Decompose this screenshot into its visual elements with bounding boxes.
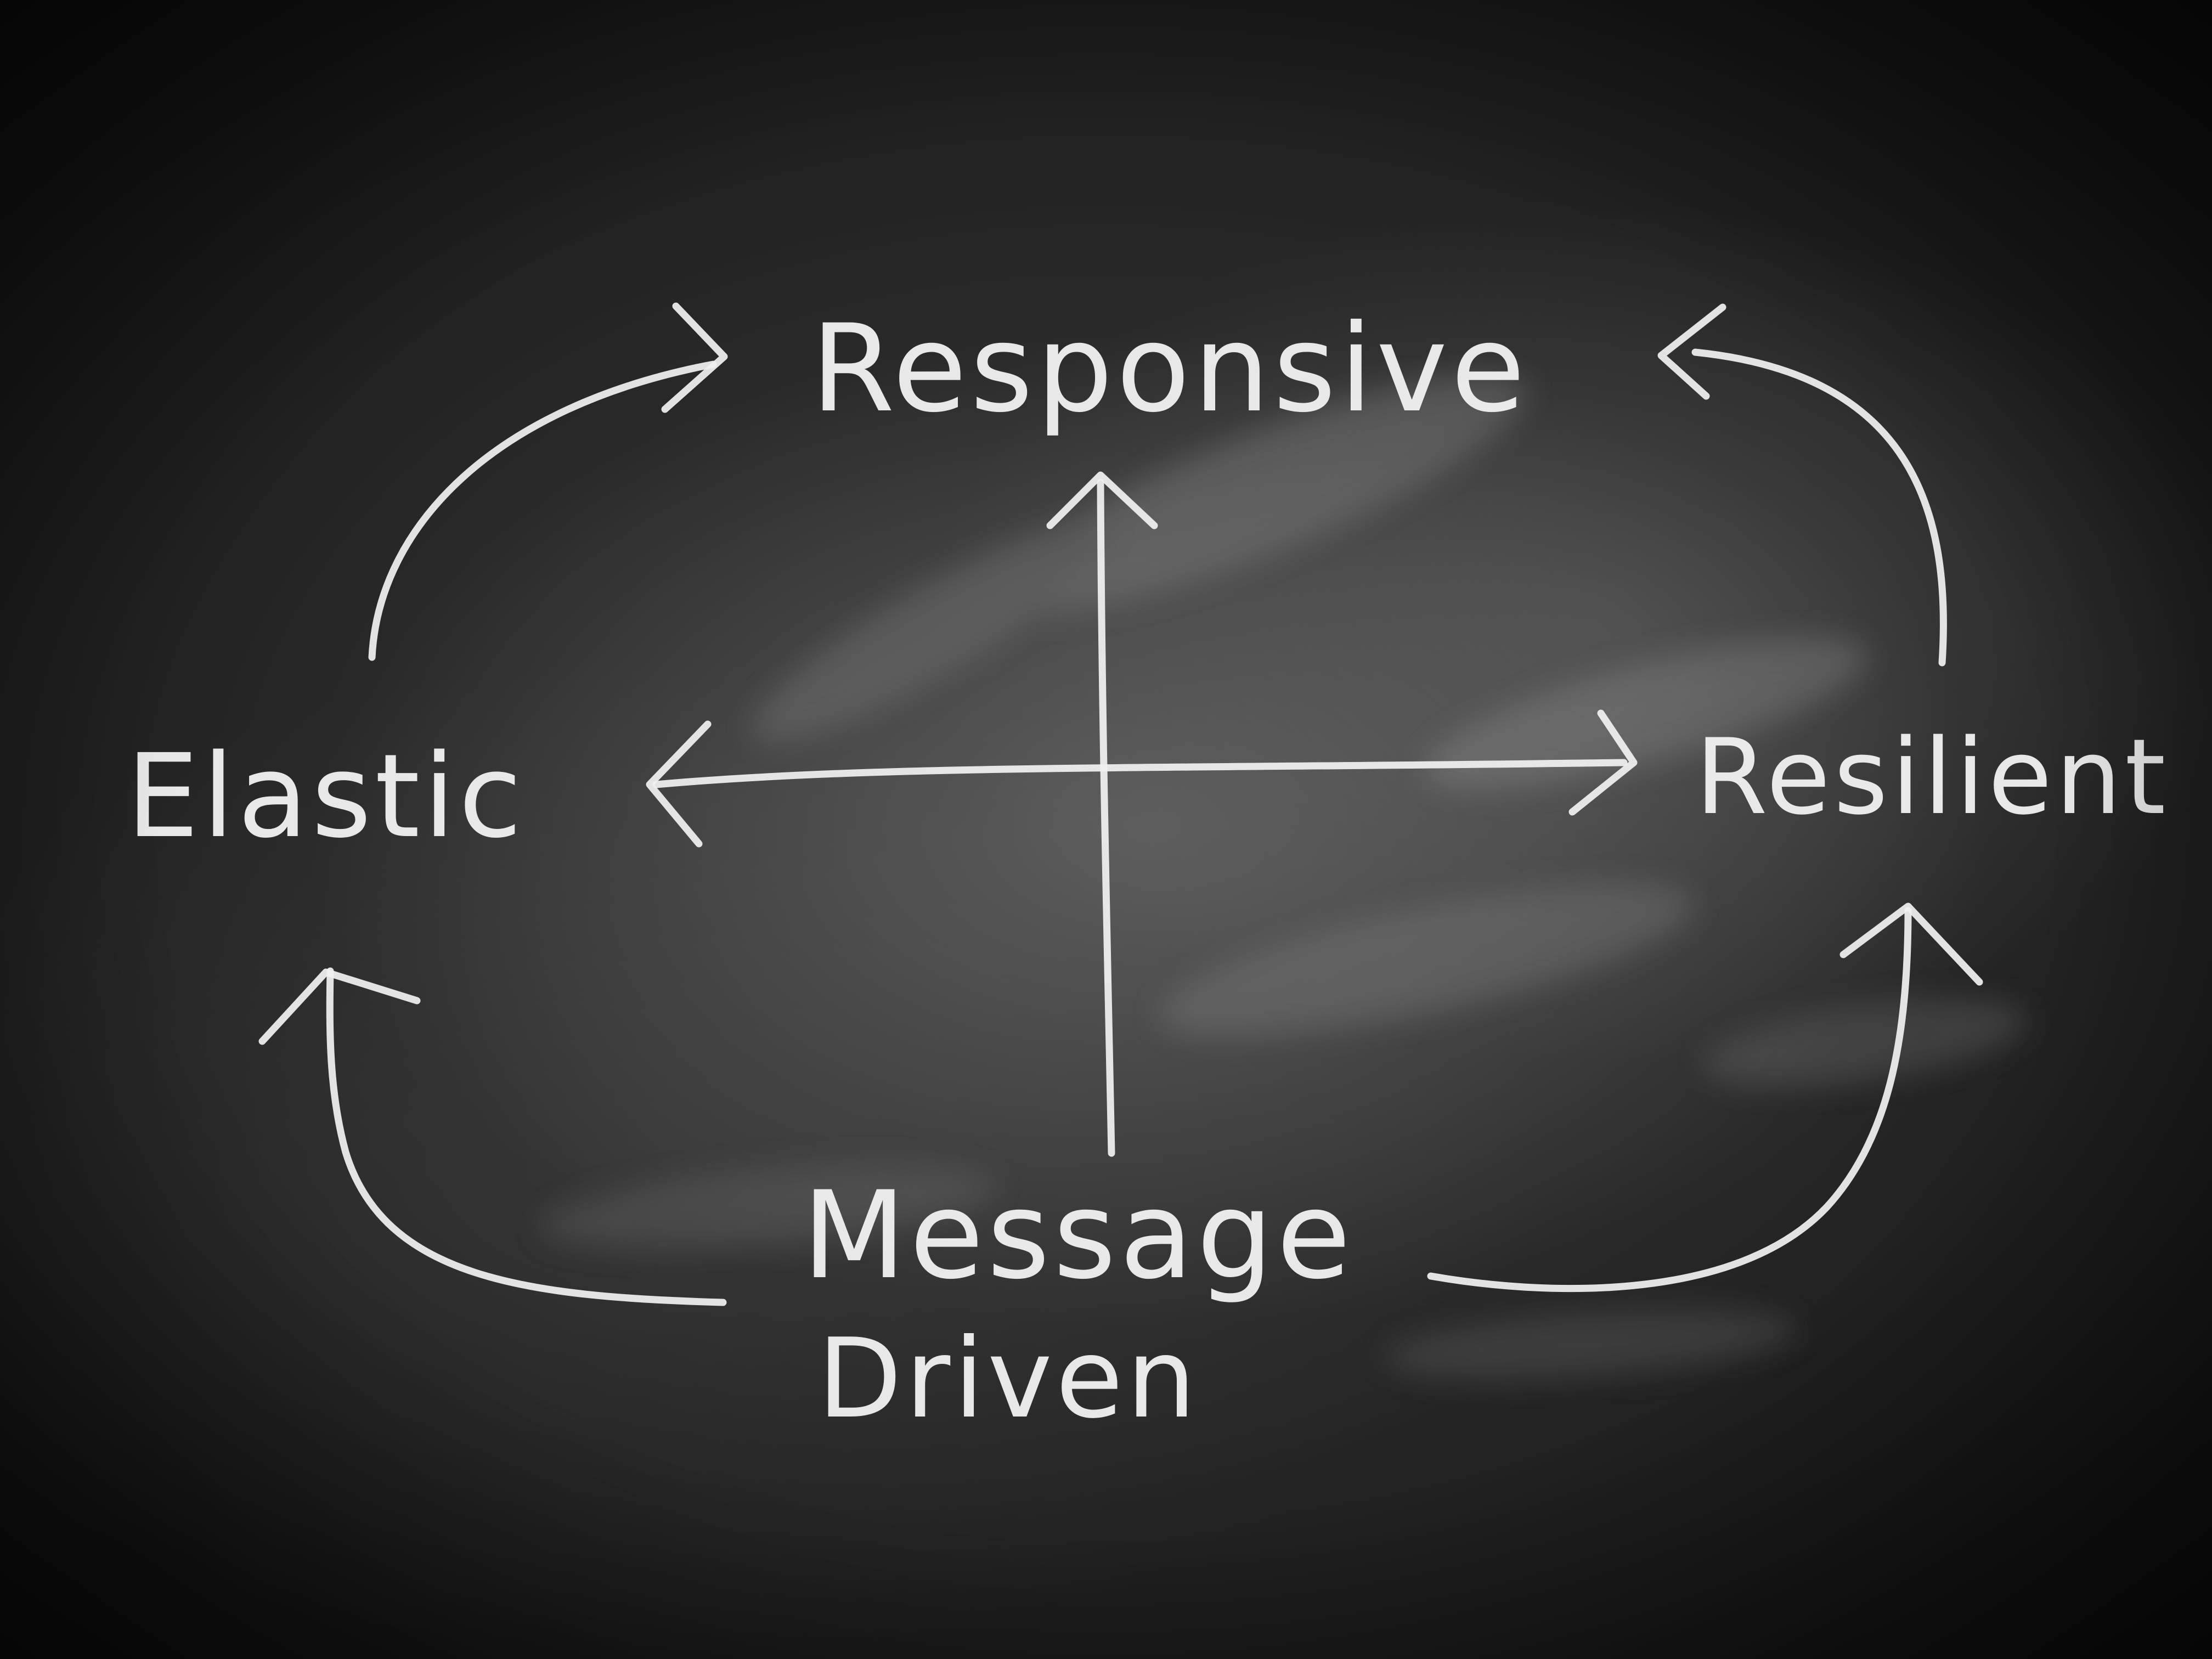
horizontal-axis-line xyxy=(652,759,1628,788)
arrow-elastic-to-responsive-head xyxy=(661,302,728,413)
arrow-message-driven-to-elastic-shaft xyxy=(326,967,727,1306)
node-message: Message xyxy=(802,1165,1354,1306)
node-responsive: Responsive xyxy=(811,298,1528,439)
node-elastic: Elastic xyxy=(126,729,525,864)
arrow-message-driven-to-elastic xyxy=(258,967,727,1306)
node-resilient: Resilient xyxy=(1695,716,2169,838)
arrow-elastic-to-responsive xyxy=(368,302,728,661)
arrow-message-driven-to-resilient-shaft xyxy=(1427,907,1912,1293)
vertical-axis-line xyxy=(1097,479,1115,1157)
arrow-message-driven-to-resilient xyxy=(1427,902,1983,1293)
arrow-resilient-to-responsive xyxy=(1657,303,1947,667)
arrow-center-to-responsive xyxy=(1046,471,1158,1157)
arrow-resilient-to-responsive-shaft xyxy=(1691,348,1947,667)
node-driven: Driven xyxy=(817,1315,1199,1443)
horizontal-axis xyxy=(646,709,1638,848)
arrow-message-driven-to-elastic-head xyxy=(258,968,421,1045)
